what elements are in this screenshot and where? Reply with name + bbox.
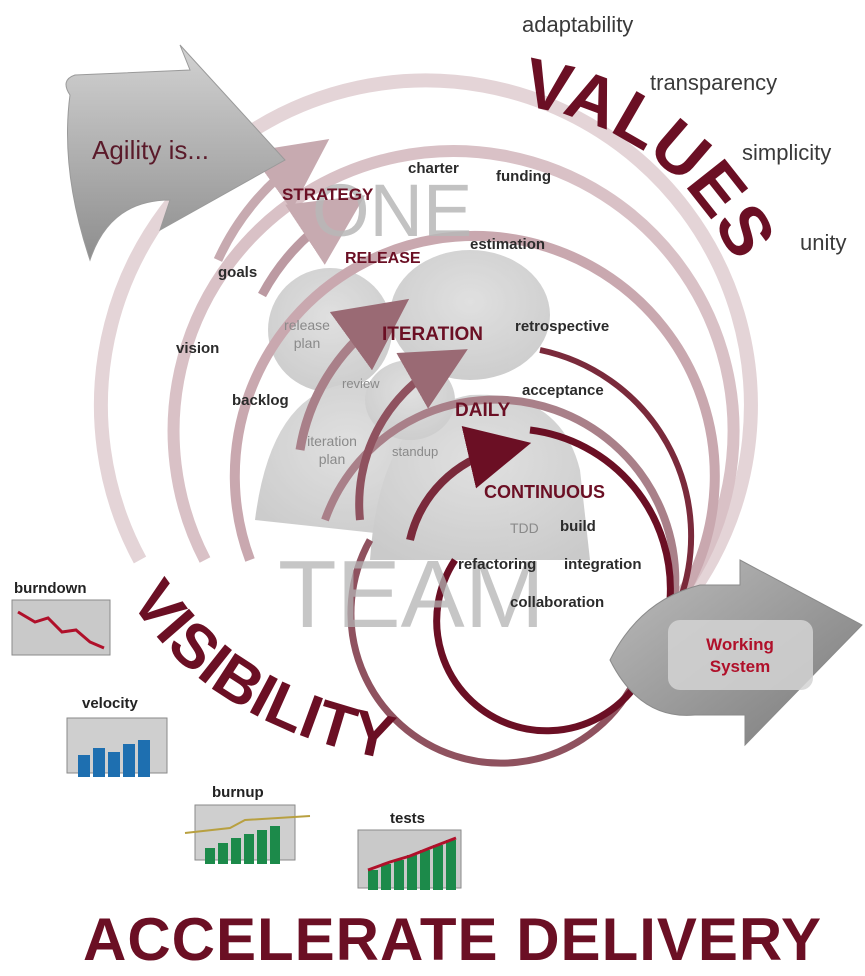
level-continuous: CONTINUOUS bbox=[484, 482, 605, 502]
practice-refactoring: refactoring bbox=[458, 556, 537, 573]
working-system-arrow bbox=[609, 559, 863, 747]
level-arcs bbox=[213, 139, 695, 767]
velocity-label: velocity bbox=[82, 695, 138, 712]
level-iteration: ITERATION bbox=[382, 324, 483, 345]
burndown-chart bbox=[11, 599, 111, 656]
burnup-label: burnup bbox=[212, 784, 264, 801]
practice-build: build bbox=[560, 518, 596, 535]
outer-spiral-arcs bbox=[93, 73, 758, 656]
velocity-chart bbox=[66, 717, 168, 777]
practice-goals: goals bbox=[218, 264, 258, 281]
level-daily: DAILY bbox=[455, 400, 511, 421]
practice-collaboration: collaboration bbox=[510, 594, 605, 611]
practice-integration: integration bbox=[564, 556, 642, 573]
practice-acceptance: acceptance bbox=[522, 382, 604, 399]
burndown-label: burndown bbox=[14, 580, 87, 597]
practice-standup: standup bbox=[392, 444, 439, 459]
footer-title: ACCELERATE DELIVERY bbox=[83, 906, 823, 973]
one-label: ONE bbox=[312, 169, 473, 252]
practice-funding: funding bbox=[496, 168, 551, 185]
practice-iteration-plan: iteration plan bbox=[307, 433, 357, 467]
practice-release-plan: release plan bbox=[284, 317, 330, 351]
tests-chart bbox=[357, 829, 462, 890]
practice-estimation: estimation bbox=[470, 236, 546, 253]
value-unity: unity bbox=[800, 230, 847, 255]
practice-tdd: TDD bbox=[510, 520, 539, 536]
value-adaptability: adaptability bbox=[522, 12, 634, 37]
practice-retrospective: retrospective bbox=[515, 318, 610, 335]
tests-label: tests bbox=[390, 810, 426, 827]
level-release: RELEASE bbox=[345, 250, 421, 267]
level-strategy: STRATEGY bbox=[282, 185, 374, 204]
team-label: TEAM bbox=[278, 541, 545, 648]
agility-arrow bbox=[65, 44, 286, 262]
practice-review: review bbox=[342, 376, 380, 391]
value-transparency: transparency bbox=[650, 70, 778, 95]
value-simplicity: simplicity bbox=[742, 140, 832, 165]
practice-charter: charter bbox=[408, 160, 459, 177]
working-system-label: Working System bbox=[706, 635, 774, 676]
agility-label: Agility is... bbox=[92, 135, 210, 165]
practice-backlog: backlog bbox=[232, 392, 289, 409]
burnup-chart bbox=[184, 804, 311, 864]
practice-vision: vision bbox=[176, 340, 220, 357]
